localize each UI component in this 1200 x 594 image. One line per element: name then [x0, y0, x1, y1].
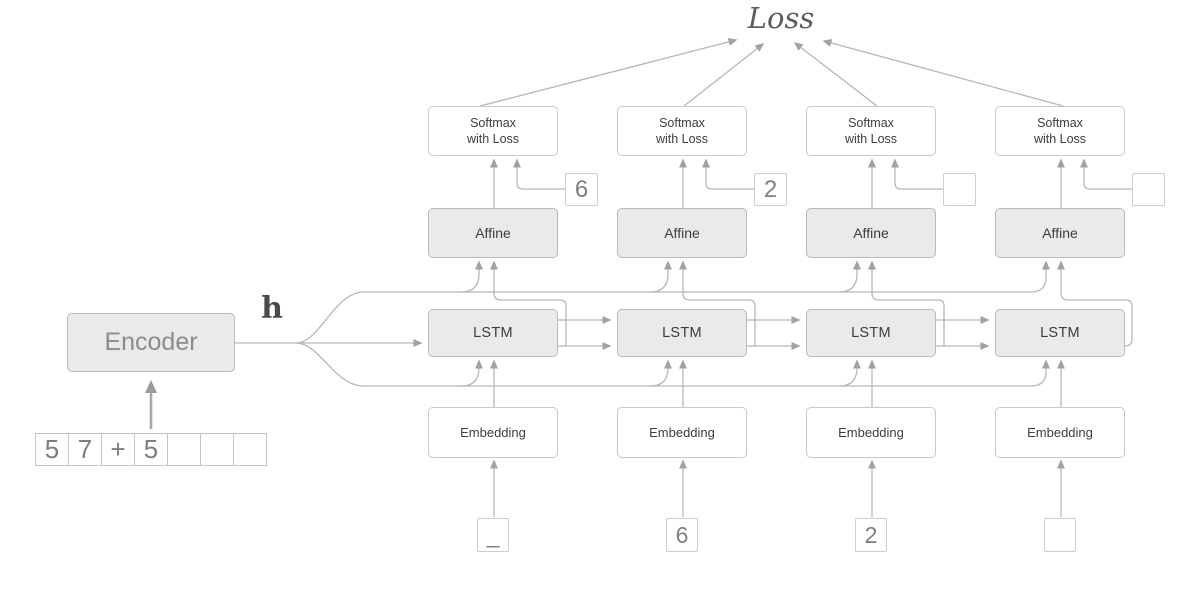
- embedding-box: Embedding: [995, 407, 1125, 458]
- target-label-box: [943, 173, 976, 206]
- lstm-box: LSTM: [995, 309, 1125, 357]
- softmax-with-loss-box: Softmax with Loss: [428, 106, 558, 156]
- encoder-input-cell: +: [101, 433, 135, 466]
- decoder-column: Softmax with Loss Affine LSTM Embedding …: [806, 0, 976, 594]
- target-label-box: 2: [754, 173, 787, 206]
- encoder-input-cell: [200, 433, 234, 466]
- lstm-box: LSTM: [806, 309, 936, 357]
- encoder-input-cells: 5 7 + 5: [35, 433, 267, 466]
- encoder-input-cell: [233, 433, 267, 466]
- encoder-input-cell: 5: [35, 433, 69, 466]
- softmax-with-loss-box: Softmax with Loss: [617, 106, 747, 156]
- embedding-box: Embedding: [428, 407, 558, 458]
- encoder-input-cell: 5: [134, 433, 168, 466]
- input-token-box: [1044, 518, 1076, 552]
- decoder-column: Softmax with Loss Affine LSTM Embedding: [995, 0, 1165, 594]
- decoder-column: Softmax with Loss 2 Affine LSTM Embeddin…: [617, 0, 787, 594]
- softmax-with-loss-box: Softmax with Loss: [806, 106, 936, 156]
- affine-box: Affine: [617, 208, 747, 258]
- input-token-box: 2: [855, 518, 887, 552]
- input-token-box: _: [477, 518, 509, 552]
- embedding-box: Embedding: [806, 407, 936, 458]
- target-label-box: 6: [565, 173, 598, 206]
- affine-box: Affine: [428, 208, 558, 258]
- affine-box: Affine: [806, 208, 936, 258]
- hidden-state-label: h: [261, 291, 283, 326]
- input-token-box: 6: [666, 518, 698, 552]
- loss-label: Loss: [747, 1, 815, 35]
- encoder-input-cell: 7: [68, 433, 102, 466]
- encoder-input-cell: [167, 433, 201, 466]
- lstm-box: LSTM: [428, 309, 558, 357]
- softmax-with-loss-box: Softmax with Loss: [995, 106, 1125, 156]
- decoder-column: Softmax with Loss 6 Affine LSTM Embeddin…: [428, 0, 598, 594]
- target-label-box: [1132, 173, 1165, 206]
- embedding-box: Embedding: [617, 407, 747, 458]
- lstm-box: LSTM: [617, 309, 747, 357]
- encoder-box: Encoder: [67, 313, 235, 372]
- affine-box: Affine: [995, 208, 1125, 258]
